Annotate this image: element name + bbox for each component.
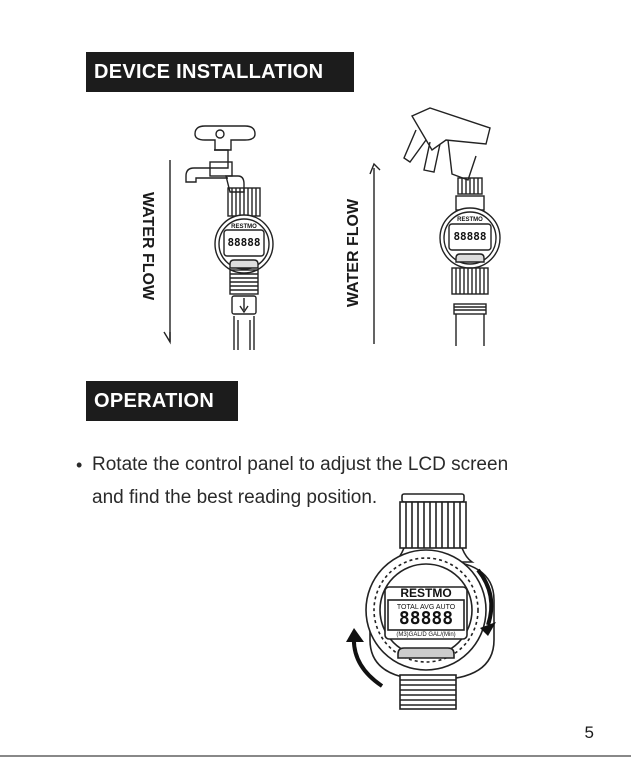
operation-instruction-line-1: Rotate the control panel to adjust the L… — [92, 454, 508, 476]
nozzle-installation-figure: RESTMO 88888 — [368, 100, 498, 350]
water-flow-label-right: WATER FLOW — [345, 199, 363, 307]
display-bottom-row: (M3)GAL/D GAL/(Min) — [396, 632, 455, 638]
section-title-operation: OPERATION — [86, 381, 238, 421]
water-flow-label-left: WATER FLOW — [138, 192, 156, 300]
bullet-marker: • — [76, 455, 82, 476]
rotating-meter-illustration: RESTMO TOTAL AVG AUTO 88888 (M3)GAL/D GA… — [330, 490, 520, 715]
right-meter-digits: 88888 — [453, 230, 486, 243]
large-meter-brand: RESTMO — [400, 586, 451, 600]
left-meter-brand: RESTMO — [231, 224, 257, 230]
right-meter-brand: RESTMO — [457, 217, 483, 223]
faucet-installation-figure: RESTMO 88888 — [150, 120, 280, 350]
page-number: 5 — [585, 723, 594, 743]
section-title-device-installation: DEVICE INSTALLATION — [86, 52, 354, 92]
left-meter-digits: 88888 — [227, 236, 260, 249]
display-digits: 88888 — [399, 608, 453, 629]
